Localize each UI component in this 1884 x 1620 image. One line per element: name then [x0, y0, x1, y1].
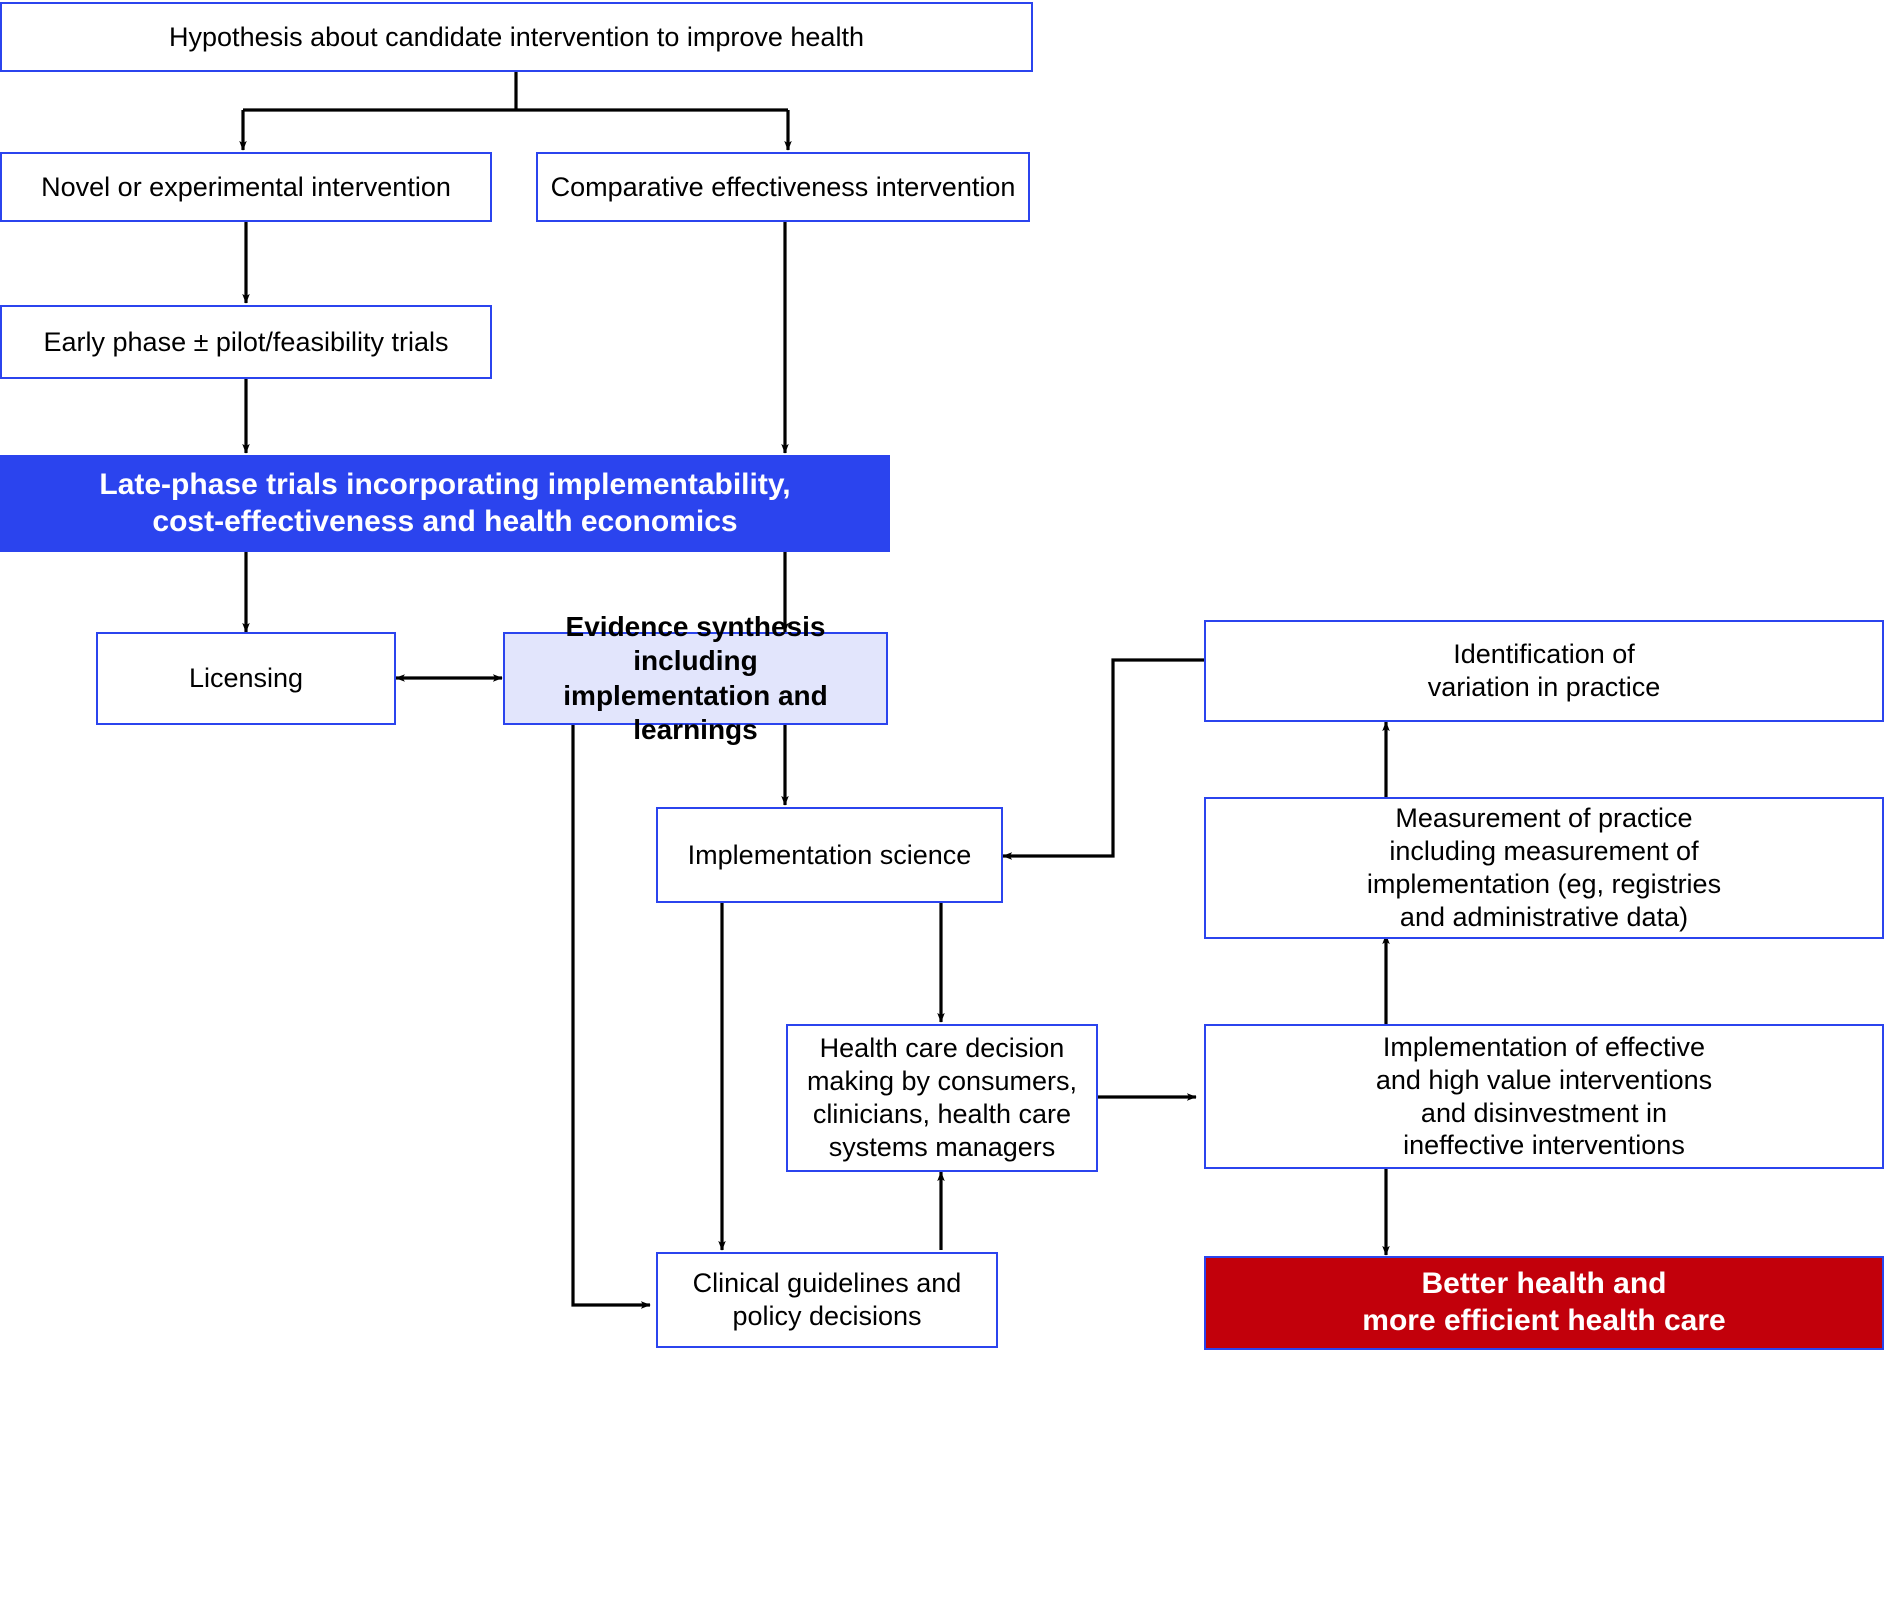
node-clinical-guidelines[interactable]: Clinical guidelines and policy decisions	[656, 1252, 998, 1348]
node-novel-intervention-label: Novel or experimental intervention	[41, 171, 451, 202]
node-evidence-synthesis-label: Evidence synthesis including implementat…	[563, 611, 828, 745]
node-hypothesis-label: Hypothesis about candidate intervention …	[169, 21, 864, 52]
node-late-phase-trials[interactable]: Late-phase trials incorporating implemen…	[0, 455, 890, 552]
node-hypothesis[interactable]: Hypothesis about candidate intervention …	[0, 2, 1033, 72]
node-identification-variation[interactable]: Identification of variation in practice	[1204, 620, 1884, 722]
node-implementation-effective[interactable]: Implementation of effective and high val…	[1204, 1024, 1884, 1169]
node-comparative-effectiveness[interactable]: Comparative effectiveness intervention	[536, 152, 1030, 222]
node-implementation-science-label: Implementation science	[687, 839, 972, 870]
node-implementation-science[interactable]: Implementation science	[656, 807, 1003, 903]
node-evidence-synthesis[interactable]: Evidence synthesis including implementat…	[503, 611, 888, 745]
node-implementation-effective-label: Implementation of effective and high val…	[1375, 1031, 1713, 1161]
node-late-phase-trials-label: Late-phase trials incorporating implemen…	[99, 467, 791, 538]
node-novel-intervention[interactable]: Novel or experimental intervention	[0, 152, 492, 222]
node-measurement-practice[interactable]: Measurement of practice including measur…	[1204, 797, 1884, 939]
node-better-health[interactable]: Better health and more efficient health …	[1204, 1256, 1884, 1350]
node-comparative-effectiveness-label: Comparative effectiveness intervention	[550, 171, 1016, 202]
node-early-phase-trials[interactable]: Early phase ± pilot/feasibility trials	[0, 305, 492, 379]
edge-evidence-synthesis-to-clinical-guidelines	[571, 723, 651, 1309]
node-measurement-practice-label: Measurement of practice including measur…	[1366, 803, 1722, 932]
node-early-phase-trials-label: Early phase ± pilot/feasibility trials	[43, 326, 449, 357]
node-healthcare-decision-making-label: Health care decision making by consumers…	[806, 1033, 1078, 1162]
node-licensing[interactable]: Licensing	[96, 632, 396, 725]
node-identification-variation-label: Identification of variation in practice	[1427, 639, 1661, 702]
node-clinical-guidelines-label: Clinical guidelines and policy decisions	[692, 1268, 962, 1331]
edge-identification-variation-to-implementation-science	[1002, 658, 1204, 860]
node-healthcare-decision-making[interactable]: Health care decision making by consumers…	[786, 1024, 1098, 1172]
node-better-health-label: Better health and more efficient health …	[1362, 1267, 1726, 1337]
node-licensing-label: Licensing	[188, 663, 304, 694]
